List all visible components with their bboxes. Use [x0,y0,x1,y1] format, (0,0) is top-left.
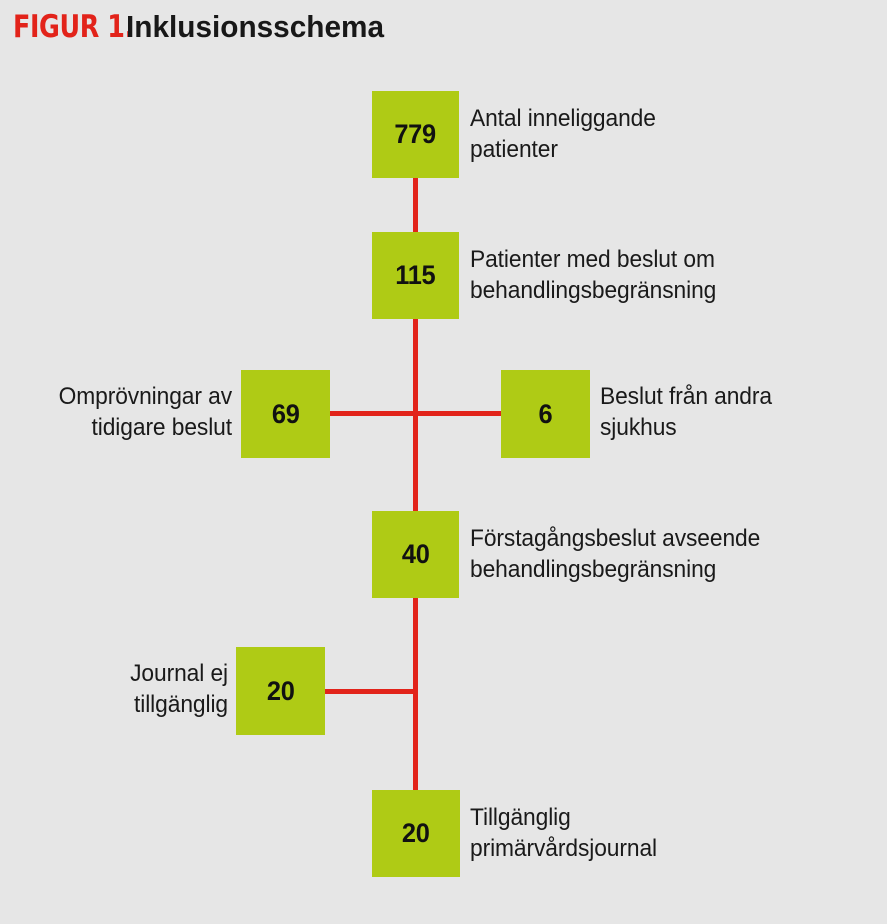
node-value-inneliggande: 779 [394,119,437,149]
figure-title: FIGUR 1.Inklusionsschema [13,11,395,43]
node-box-andra-sjukhus[interactable]: 6 [501,370,590,458]
node-value-omprovningar: 69 [271,398,300,429]
node-box-omprovningar[interactable]: 69 [241,370,330,458]
node-value-journal-ej: 20 [266,675,295,706]
node-box-beslut-begransning[interactable]: 115 [372,232,459,319]
node-box-forstagangsbeslut[interactable]: 40 [372,511,459,598]
node-label-andra-sjukhus: Beslut från andra sjukhus [600,383,772,442]
node-value-primarvardsjournal: 20 [402,818,430,848]
node-label-journal-ej: Journal ej tillgänglig [130,660,228,719]
node-box-journal-ej[interactable]: 20 [236,647,325,735]
node-label-beslut-begransning: Patienter med beslut om behandlingsbegrä… [470,246,717,305]
connector-beslut-to-crossbar [413,319,418,415]
node-value-beslut-begransning: 115 [395,260,436,290]
node-box-inneliggande[interactable]: 779 [372,91,459,178]
figure-title-main: Inklusionsschema [126,9,385,44]
node-value-forstagangsbeslut: 40 [401,539,430,569]
node-label-primarvardsjournal: Tillgänglig primärvårdsjournal [470,804,658,863]
node-label-omprovningar: Omprövningar av tidigare beslut [58,383,232,442]
connector-forstagangs-to-journal-junction [413,597,418,692]
connector-inneliggande-to-beslut [413,177,418,233]
node-box-primarvardsjournal[interactable]: 20 [372,790,460,877]
node-label-inneliggande: Antal inneliggande patienter [470,105,656,164]
figure-title-prefix: FIGUR 1. [13,9,134,45]
connector-crossbar-to-forstagangs [413,411,418,511]
connector-journal-junction-to-bottom [413,689,418,790]
node-value-andra-sjukhus: 6 [538,398,553,429]
node-label-forstagangsbeslut: Förstagångsbeslut avseende behandlingsbe… [470,525,761,584]
connector-journal-ej-horizontal [325,689,418,694]
